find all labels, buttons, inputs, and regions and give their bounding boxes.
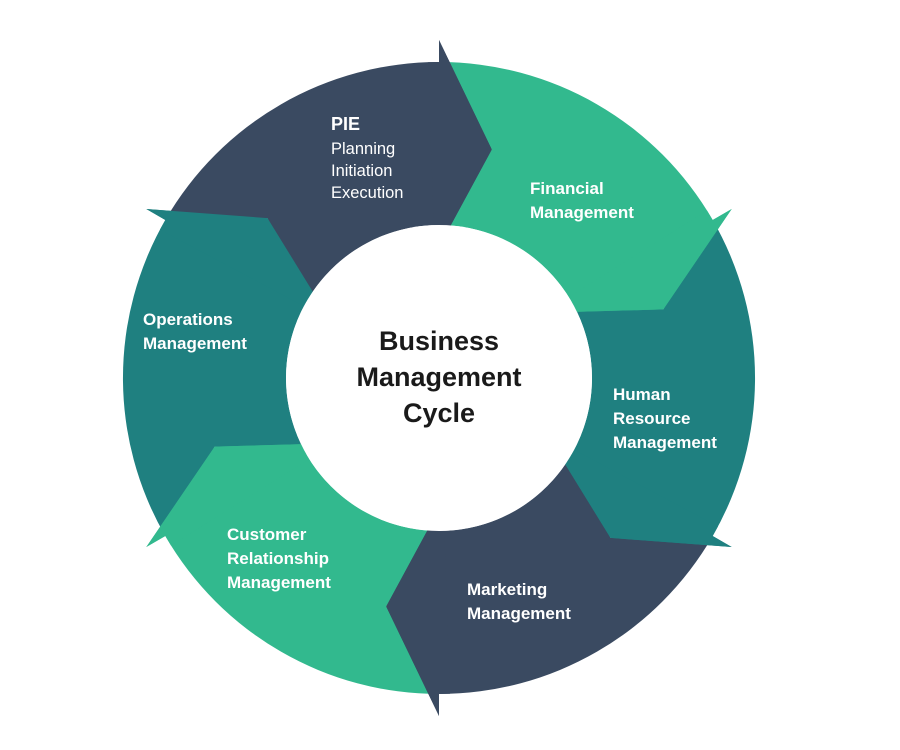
customer-relationship-line-2: Relationship: [227, 549, 330, 568]
financial-line-1: Financial: [530, 179, 604, 198]
center-circle: [286, 225, 592, 531]
arrow-segment-pie: [165, 40, 492, 302]
segment-label-human-resource: Human Resource Management: [613, 383, 717, 455]
arrowhead-human-resource: [552, 443, 732, 547]
center-title-line-2: Management: [356, 362, 522, 392]
operations-line-1: Operations: [143, 310, 233, 329]
arrowhead-marketing: [386, 509, 450, 716]
pie-line-planning: Planning: [331, 140, 396, 158]
customer-relationship-line-1: Customer: [227, 525, 307, 544]
arrowhead-pie: [428, 40, 492, 247]
arrow-segment-marketing: [386, 454, 713, 716]
pie-heading: PIE: [331, 114, 361, 134]
pie-line-execution: Execution: [331, 184, 404, 202]
human-resource-line-2: Resource: [613, 409, 691, 428]
customer-relationship-line-3: Management: [227, 573, 331, 592]
pie-line-initiation: Initiation: [331, 162, 393, 180]
arrowhead-customer-relationship: [146, 443, 326, 547]
segment-label-operations: Operations Management: [143, 308, 247, 356]
segment-label-marketing: Marketing Management: [467, 578, 571, 626]
marketing-line-2: Management: [467, 604, 571, 623]
human-resource-line-1: Human: [613, 385, 671, 404]
center-title: Business Management Cycle: [289, 323, 589, 431]
segment-label-financial: Financial Management: [530, 177, 634, 225]
center-title-line-1: Business: [378, 326, 500, 356]
segment-label-customer-relationship: Customer Relationship Management: [227, 523, 331, 595]
arrowhead-operations: [146, 209, 326, 313]
center-title-line-3: Cycle: [402, 398, 476, 428]
arrowhead-financial: [552, 209, 732, 313]
marketing-line-1: Marketing: [467, 580, 548, 599]
segment-label-pie: PIE Planning Initiation Execution: [331, 111, 403, 204]
human-resource-line-3: Management: [613, 433, 717, 452]
operations-line-2: Management: [143, 334, 247, 353]
financial-line-2: Management: [530, 203, 634, 222]
